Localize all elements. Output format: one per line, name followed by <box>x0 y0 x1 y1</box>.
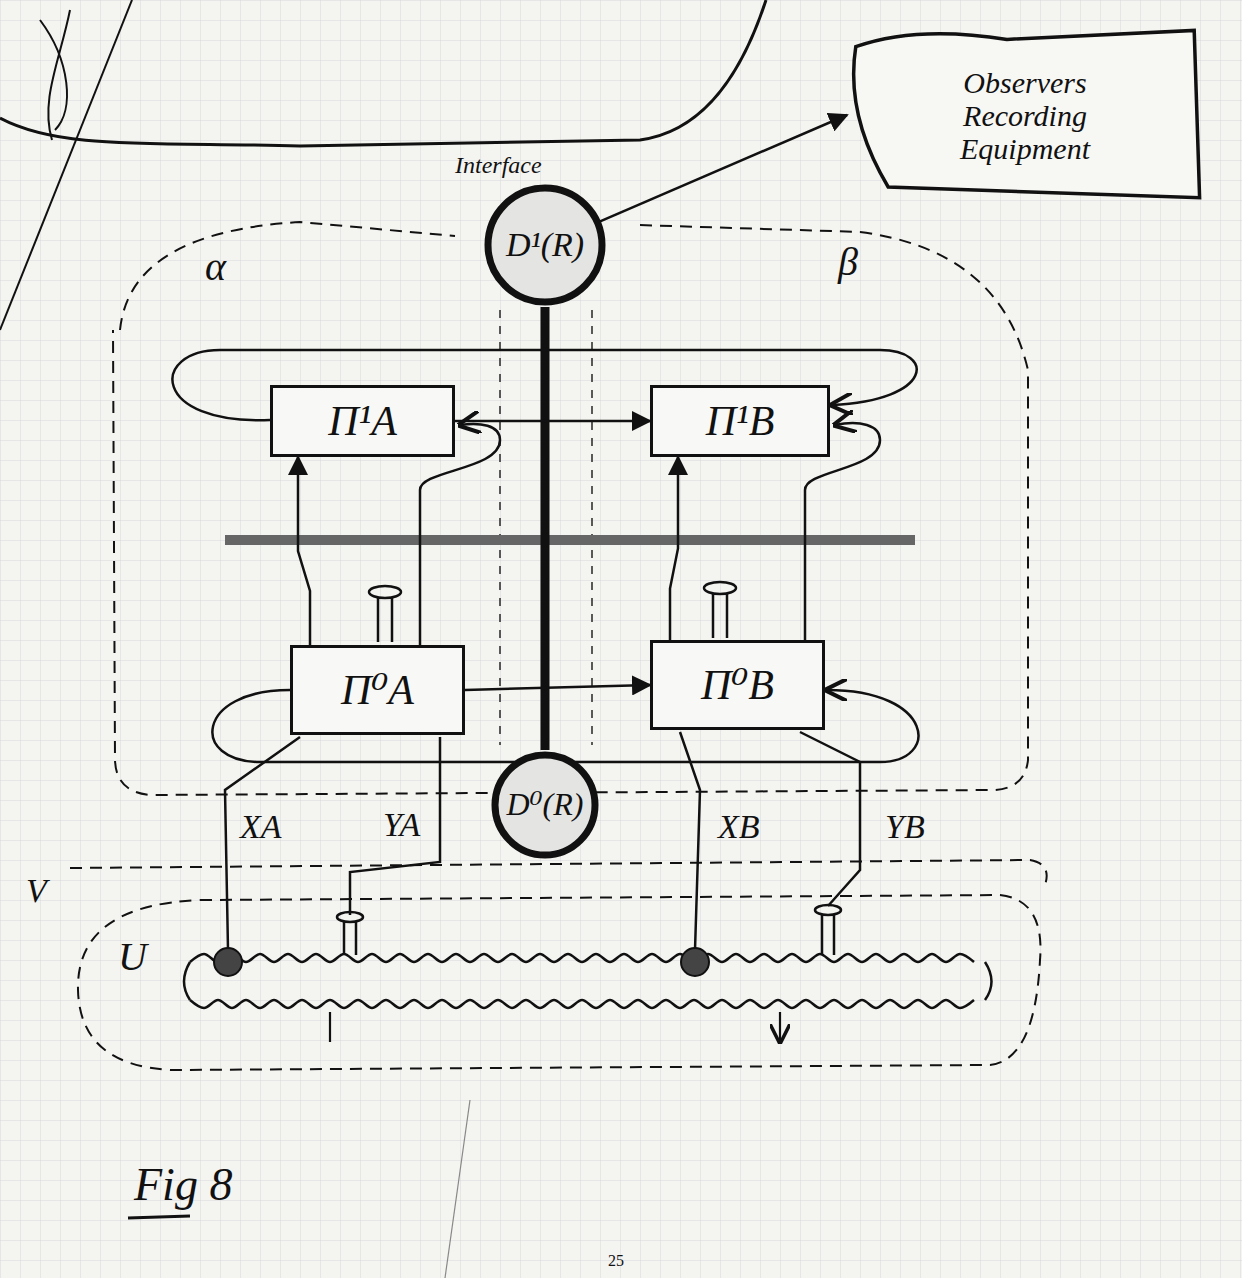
separator-bar <box>225 535 915 545</box>
down-arrow <box>330 1012 780 1042</box>
label: YA <box>383 806 420 843</box>
pipe-symbol <box>337 905 841 955</box>
wire-xa <box>225 737 300 950</box>
stray-line <box>40 10 70 140</box>
label: U <box>118 935 147 979</box>
boundary-line <box>0 0 766 146</box>
node-label: D¹(R) <box>506 226 584 263</box>
region-outline <box>70 860 1047 885</box>
wire-yb <box>800 732 860 906</box>
label: XB <box>718 808 760 845</box>
region-outline <box>113 222 1028 795</box>
detector-circle: D⁰(R) <box>490 750 600 860</box>
stray-line <box>445 1100 470 1278</box>
process-box: Π¹A <box>270 385 455 457</box>
figure-caption: Fig 8 <box>134 1160 232 1211</box>
region-outline <box>78 895 1041 1070</box>
connector <box>670 457 678 640</box>
band-group <box>184 954 992 1008</box>
node-label: D⁰(R) <box>507 787 584 822</box>
label: XA <box>240 808 282 845</box>
circle-shape <box>488 188 602 302</box>
process-box: Π¹B <box>650 385 830 457</box>
connector <box>600 115 847 221</box>
wire-ya <box>350 737 440 915</box>
detector-circle: D¹(R) <box>483 183 607 307</box>
connector <box>465 685 650 690</box>
contact-dot <box>214 948 242 976</box>
process-box: Π⁰B <box>650 640 825 730</box>
connector <box>455 420 650 423</box>
coupling-rod <box>541 307 550 750</box>
wire <box>420 424 500 645</box>
label: Interface <box>455 152 542 178</box>
pipe-symbol <box>369 582 736 642</box>
band-end <box>184 962 992 1000</box>
label: V <box>26 872 47 909</box>
stray-line <box>0 0 132 330</box>
page-number: 25 <box>608 1252 624 1270</box>
label: β <box>838 240 858 284</box>
label: α <box>205 245 226 289</box>
process-box: Π⁰A <box>290 645 465 735</box>
connector <box>298 457 310 645</box>
contact-dot <box>681 948 709 976</box>
node-label: Observers Recording Equipment <box>915 66 1135 165</box>
cloud-shape <box>854 30 1200 197</box>
band-edge <box>190 954 974 962</box>
node-label: Π⁰B <box>701 662 774 708</box>
recording-equipment: Observers Recording Equipment <box>845 25 1205 205</box>
node-label: Π¹B <box>706 398 775 444</box>
label: YB <box>885 808 925 845</box>
band-edge <box>190 1000 974 1008</box>
wire-xb <box>680 732 700 950</box>
node-label: Π¹A <box>328 398 397 444</box>
node-label: Π⁰A <box>341 667 414 713</box>
caption-underline <box>128 1216 190 1218</box>
circle-shape <box>495 755 595 855</box>
